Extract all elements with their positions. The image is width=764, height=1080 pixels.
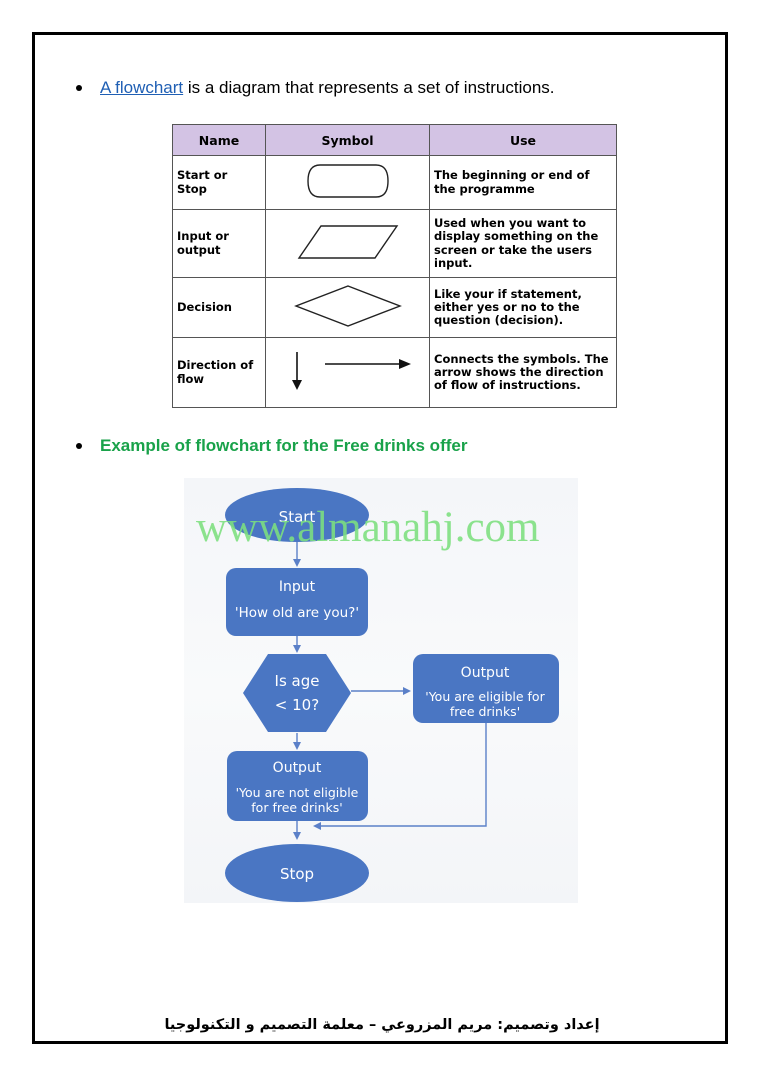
example-bullet: Example of flowchart for the Free drinks… <box>76 436 467 456</box>
row-name: Decision <box>172 277 266 338</box>
row-name: Input or output <box>172 209 266 278</box>
input-text: 'How old are you?' <box>235 605 359 621</box>
row-use: The beginning or end of the programme <box>429 155 617 210</box>
row-use: Used when you want to display something … <box>429 209 617 278</box>
decision-line1: Is age <box>275 672 320 690</box>
flowchart-link[interactable]: A flowchart <box>100 78 184 97</box>
stop-label: Stop <box>280 865 314 883</box>
start-label: Start <box>279 508 316 526</box>
header-name: Name <box>172 124 266 156</box>
start-node: Start <box>225 488 369 542</box>
parallelogram-symbol-icon <box>265 209 430 278</box>
intro-text: is a diagram that represents a set of in… <box>183 78 555 97</box>
bullet-icon <box>76 85 82 91</box>
output-yes-line1: 'You are eligible for <box>425 689 545 704</box>
output-no-line2: for free drinks' <box>251 800 342 815</box>
row-use: Connects the symbols. The arrow shows th… <box>429 337 617 408</box>
example-heading: Example of flowchart for the Free drinks… <box>100 436 468 455</box>
output-no-title: Output <box>273 760 322 776</box>
table-row: Direction of flow Connects the symbols. … <box>172 337 617 408</box>
watermark-text: www.almanahj.com <box>196 504 540 551</box>
table-row: Input or output Used when you want to di… <box>172 209 617 278</box>
row-use: Like your if statement, either yes or no… <box>429 277 617 338</box>
diamond-symbol-icon <box>265 277 430 338</box>
output-yes-line2: free drinks' <box>450 704 520 719</box>
table-row: Start or Stop The beginning or end of th… <box>172 155 617 210</box>
table-header-row: Name Symbol Use <box>172 124 617 156</box>
connectors <box>293 542 487 840</box>
bullet-icon <box>76 443 82 449</box>
page-border <box>32 32 728 1044</box>
output-no-line1: 'You are not eligible <box>236 785 359 800</box>
terminator-symbol-icon <box>265 155 430 210</box>
flow-arrows-icon <box>265 337 430 408</box>
table-row: Decision Like your if statement, either … <box>172 277 617 338</box>
stop-node: Stop <box>225 844 369 902</box>
decision-node: Is age < 10? <box>243 654 351 732</box>
input-title: Input <box>279 579 316 595</box>
row-name: Direction of flow <box>172 337 266 408</box>
footer-credit: إعداد وتصميم: مريم المزروعي – معلمة التص… <box>164 1017 600 1033</box>
output-yes-title: Output <box>461 665 510 681</box>
decision-line2: < 10? <box>275 696 319 714</box>
row-name: Start or Stop <box>172 155 266 210</box>
intro-bullet: A flowchart is a diagram that represents… <box>76 78 555 98</box>
input-node: Input 'How old are you?' <box>226 568 368 636</box>
header-symbol: Symbol <box>265 124 430 156</box>
output-eligible-node: Output 'You are eligible for free drinks… <box>413 654 559 723</box>
output-not-eligible-node: Output 'You are not eligible for free dr… <box>227 751 368 821</box>
flowchart-diagram: Start Input 'How old are you?' Is age < … <box>225 488 559 902</box>
header-use: Use <box>429 124 617 156</box>
symbol-table: Name Symbol Use Start or Stop The beginn… <box>172 124 617 408</box>
